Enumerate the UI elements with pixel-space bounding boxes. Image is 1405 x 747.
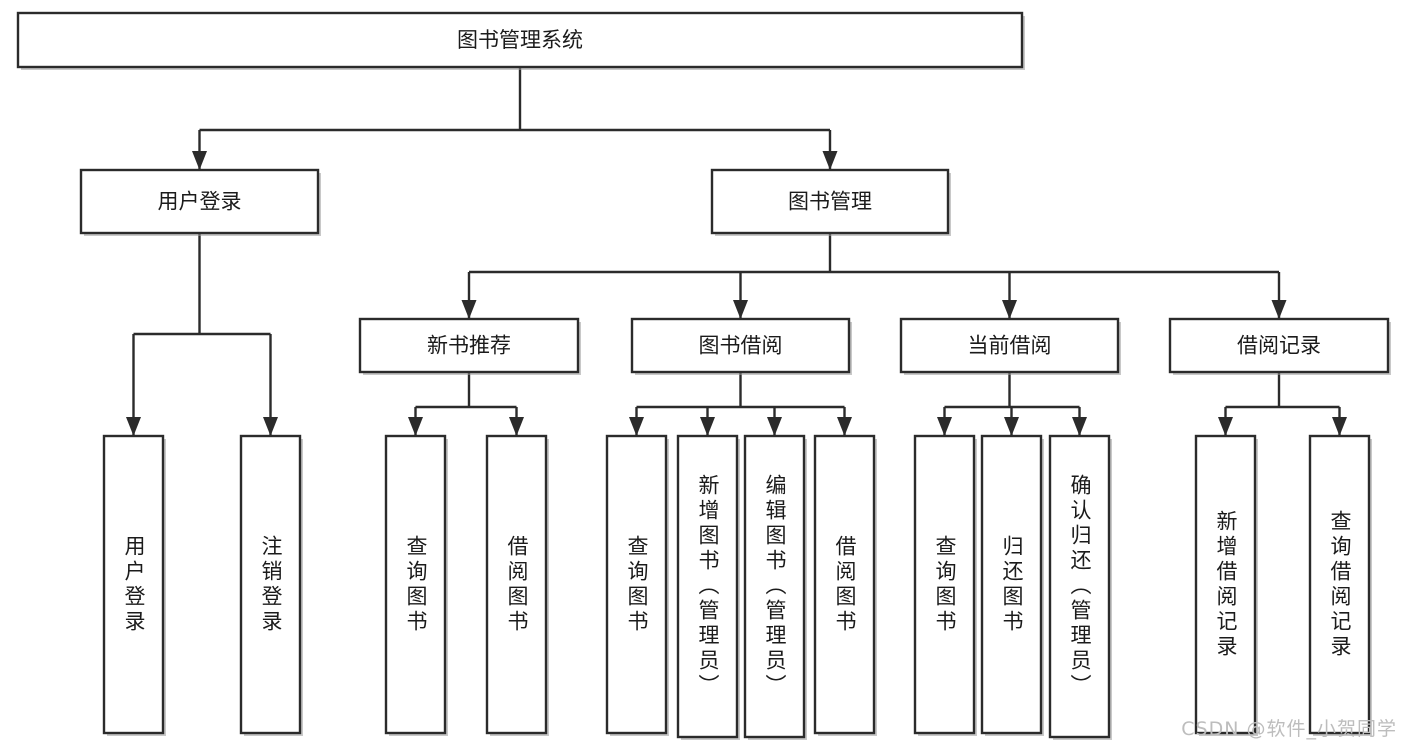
node-leaf-borrow-book[interactable] [813,434,877,736]
node-label: 借阅记录 [1237,334,1321,358]
node-leaf-query-book-rec[interactable] [384,434,448,736]
node-label: 新书推荐 [427,334,511,358]
box-outline [1048,434,1111,739]
connectors-layer [126,67,1347,436]
box-outline [980,434,1043,735]
node-leaf-edit-book-admin[interactable] [743,434,807,740]
node-leaf-confirm-return-admin[interactable] [1048,434,1112,740]
box-outline [899,317,1120,374]
arrow-head [937,417,952,436]
box-outline [630,317,851,374]
box-outline [710,168,950,235]
arrow-head [126,417,141,436]
node-label: 图书管理系统 [457,28,583,52]
arrow-head [509,417,524,436]
node-current-borrow[interactable]: 当前借阅 [899,317,1121,375]
node-label: 图书管理 [788,190,872,214]
arrow-head [408,417,423,436]
box-outline [1168,317,1390,374]
box-outline [79,168,320,235]
box-outline [913,434,976,735]
node-book-manage[interactable]: 图书管理 [710,168,951,236]
arrow-head [1332,417,1347,436]
box-outline [676,434,739,739]
arrow-head [1072,417,1087,436]
node-leaf-query-book-borrow[interactable] [605,434,669,736]
arrow-head [263,417,278,436]
box-outline [102,434,165,735]
box-outline [358,317,580,374]
node-leaf-borrow-book-rec[interactable] [485,434,549,736]
arrow-head [822,151,838,170]
node-leaf-query-book-current[interactable] [913,434,977,736]
arrow-head [733,300,748,319]
arrow-head [1002,300,1017,319]
arrow-head [700,417,715,436]
arrow-head [1271,300,1287,319]
node-leaf-add-book-admin[interactable] [676,434,740,740]
arrow-head [1218,417,1233,436]
node-label: 图书借阅 [699,334,783,358]
box-outline [239,434,302,735]
node-leaf-add-borrow-record[interactable] [1194,434,1258,736]
box-outline [605,434,668,735]
node-leaf-logout[interactable] [239,434,303,736]
arrow-head [837,417,852,436]
box-outline [485,434,548,735]
box-outline [384,434,447,735]
node-new-book-recommend[interactable]: 新书推荐 [358,317,581,375]
node-user-login[interactable]: 用户登录 [79,168,321,236]
arrow-head [767,417,782,436]
node-borrow-record[interactable]: 借阅记录 [1168,317,1391,375]
box-outline [1308,434,1371,735]
node-leaf-query-borrow-record[interactable] [1308,434,1372,736]
arrow-head [461,300,477,319]
box-outline [16,11,1024,69]
arrow-head [192,151,207,170]
node-label: 当前借阅 [968,334,1052,358]
box-outline [813,434,876,735]
box-outline [743,434,806,739]
arrow-head [629,417,644,436]
arrow-head [1004,417,1019,436]
node-label: 用户登录 [158,190,242,214]
node-leaf-user-login[interactable] [102,434,166,736]
node-book-borrow[interactable]: 图书借阅 [630,317,852,375]
node-leaf-return-book[interactable] [980,434,1044,736]
watermark: CSDN @软件_小贺同学 [1181,718,1397,740]
box-outline [1194,434,1257,735]
node-root-root[interactable]: 图书管理系统 [16,11,1025,70]
